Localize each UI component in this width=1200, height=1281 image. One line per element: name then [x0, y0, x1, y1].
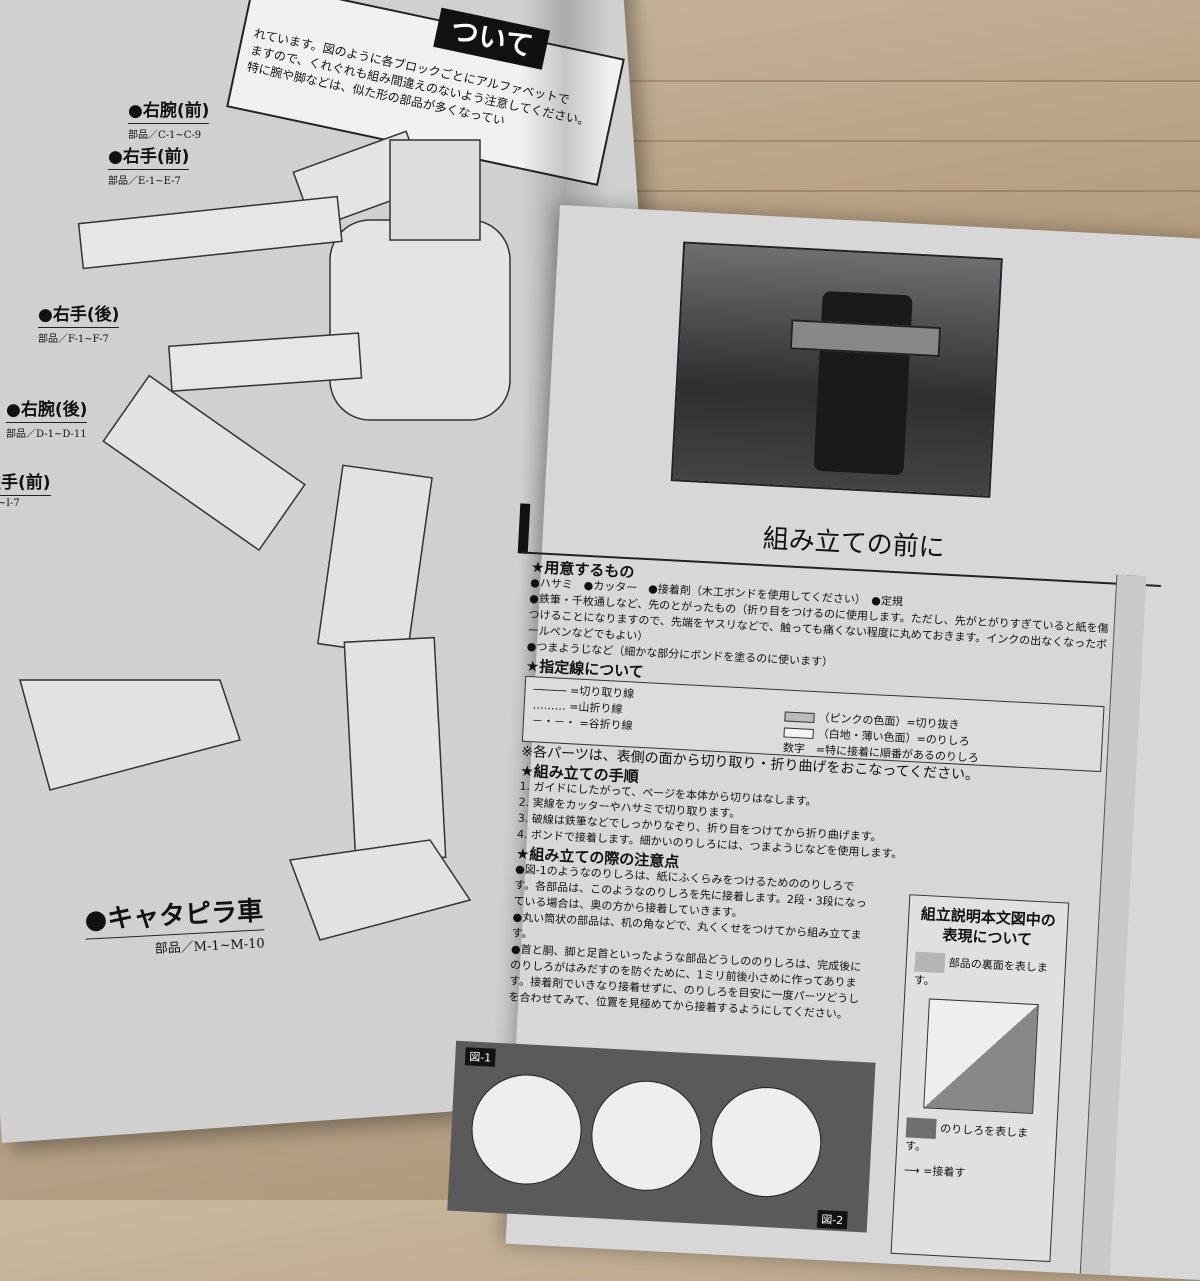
- legend-box: 組立説明本文図中の表現について 部品の裏面を表します。 のりしろを表します。 ⟶…: [890, 894, 1070, 1263]
- legend-arrow: =接着す: [922, 1164, 966, 1180]
- robot-illustration: [670, 241, 1003, 498]
- part-name: ●右腕(前): [128, 101, 210, 121]
- legend-title: 組立説明本文図中の表現について: [920, 904, 1057, 949]
- right-page: 組み立ての前に ★用意するもの ●ハサミ ●カッター ●接着剤（木工ボンドを使用…: [447, 205, 1200, 1281]
- part-label: ●右手(後) 部品／F-1~F-7: [38, 300, 120, 345]
- part-range: 部品／E-1~E-7: [108, 169, 190, 187]
- figure-label: 図-1: [464, 1047, 496, 1067]
- part-label: ●キャタピラ車部品／M-1~M-10: [84, 890, 266, 961]
- white-swatch: [783, 727, 814, 739]
- part-name: ●右手(前): [108, 147, 190, 167]
- part-name: ●右腕(後): [6, 400, 88, 420]
- part-label: 左手(前) I-1~I-7: [0, 468, 51, 509]
- glue-tab-swatch: [905, 1117, 937, 1139]
- part-label: ●右手(前) 部品／E-1~E-7: [108, 142, 190, 187]
- part-range: 部品／F-1~F-7: [38, 327, 120, 345]
- cube-diagram: [923, 998, 1039, 1115]
- pink-swatch: [784, 711, 815, 724]
- fold-circle: [708, 1084, 825, 1200]
- part-label: ●右腕(前) 部品／C-1~C-9: [128, 96, 210, 141]
- part-label: ●右腕(後) 部品／D-1~D-11: [6, 395, 88, 440]
- back-face-swatch: [914, 951, 946, 974]
- illustration-robot: [813, 290, 913, 476]
- part-name: ●右手(後): [38, 305, 120, 325]
- part-name: 左手(前): [0, 473, 51, 493]
- arrow-icon: ⟶: [903, 1163, 921, 1178]
- figure-label: 図-2: [816, 1209, 848, 1230]
- fold-circle: [468, 1071, 585, 1188]
- part-range: 部品／C-1~C-9: [128, 123, 210, 141]
- figure-1: 図-1 図-2: [447, 1040, 876, 1233]
- fold-circle: [588, 1077, 705, 1194]
- robot-line-drawing: [19, 130, 511, 941]
- part-range: 部品／D-1~D-11: [6, 422, 88, 440]
- illustration-platform: [789, 319, 942, 358]
- part-range: I-1~I-7: [0, 495, 51, 509]
